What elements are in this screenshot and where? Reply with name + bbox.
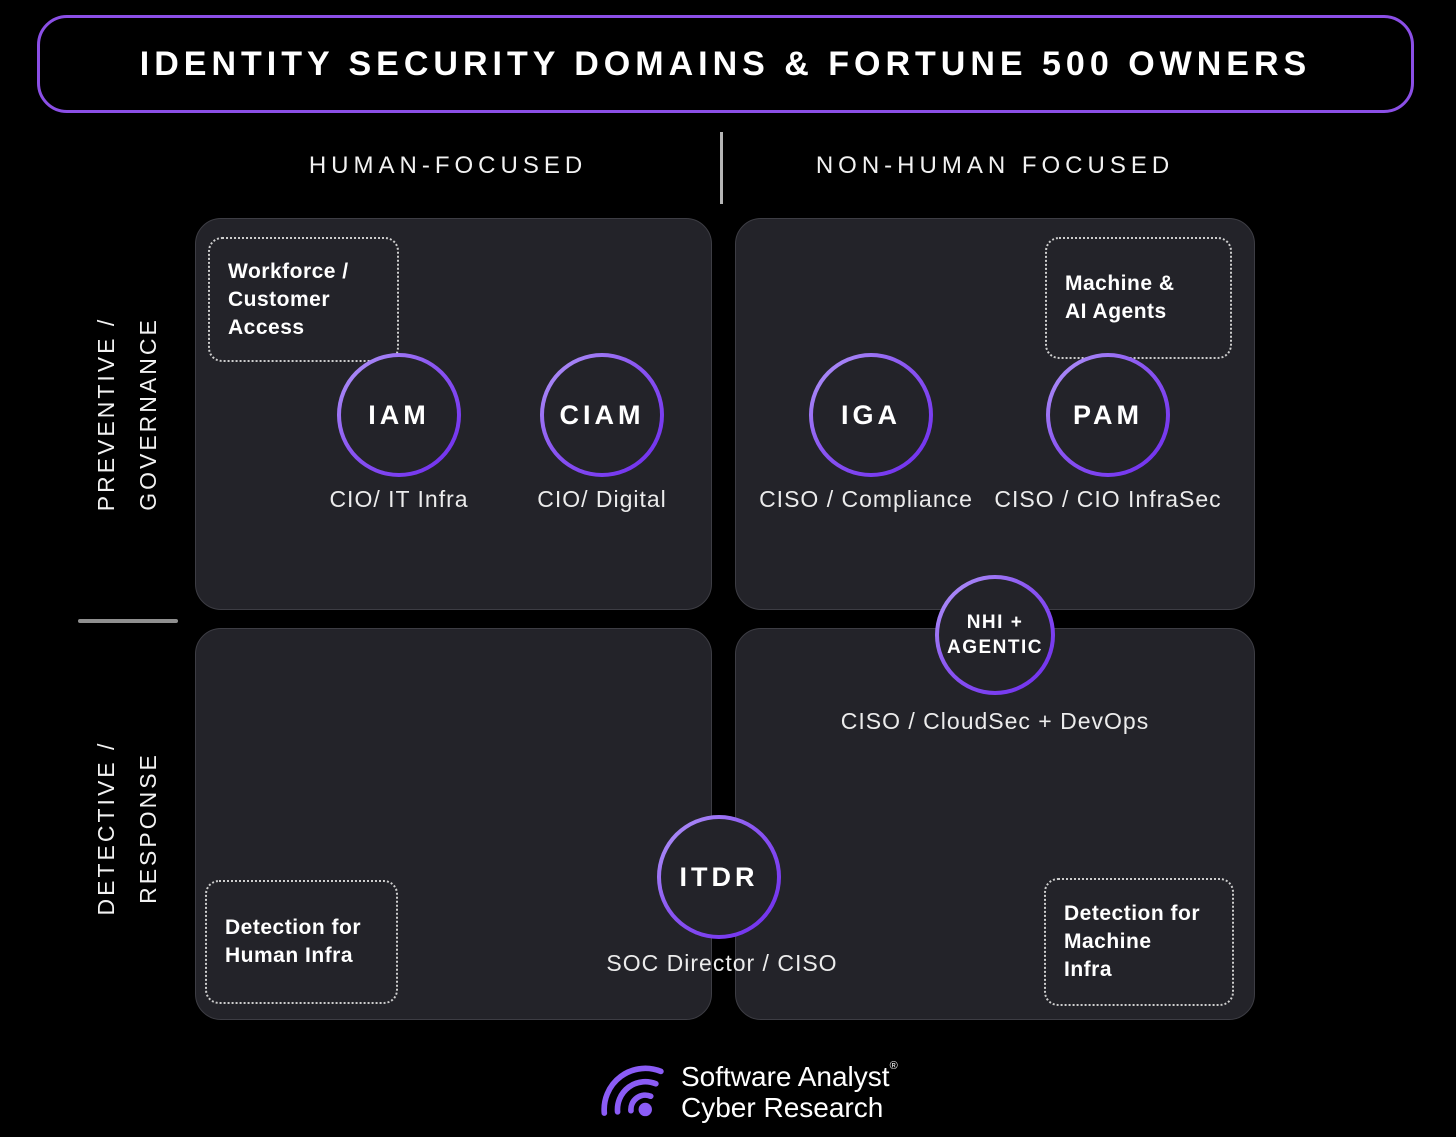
column-divider — [720, 132, 723, 204]
note-box-machine-ai: Machine & AI Agents — [1045, 237, 1232, 359]
owner-caption-itdr: SOC Director / CISO — [606, 950, 838, 976]
domain-circle-pam-fill: PAM — [1050, 357, 1166, 473]
quadrant-bottom-left — [195, 628, 712, 1020]
note-box-detection-machine: Detection for Machine Infra — [1044, 878, 1234, 1006]
domain-circle-nhi-agentic-fill: NHI + AGENTIC — [939, 579, 1051, 691]
domain-nhi-agentic-label: NHI + AGENTIC — [947, 612, 1043, 658]
domain-circle-iga: IGA — [809, 353, 933, 477]
domain-ciam-label: CIAM — [559, 399, 645, 430]
domain-circle-ciam-fill: CIAM — [544, 357, 660, 473]
owner-caption-ciam: CIO/ Digital — [537, 486, 667, 512]
domain-circle-iam-fill: IAM — [341, 357, 457, 473]
domain-circle-nhi-agentic: NHI + AGENTIC — [935, 575, 1055, 695]
domain-pam-label: PAM — [1073, 399, 1143, 430]
note-detection-machine-label: Detection for Machine Infra — [1064, 902, 1201, 981]
brand-footer: Software Analyst® Cyber Research — [597, 1056, 898, 1128]
brand-line-1: Software Analyst® — [681, 1060, 898, 1093]
domain-iam-label: IAM — [368, 399, 430, 430]
domain-circle-itdr-fill: ITDR — [661, 819, 777, 935]
owner-caption-iga: CISO / Compliance — [759, 486, 973, 512]
note-workforce-customer-label: Workforce / Customer Access — [228, 259, 349, 339]
wifi-signal-icon — [601, 1065, 664, 1117]
note-machine-ai-label: Machine & AI Agents — [1065, 272, 1175, 323]
domain-circle-ciam: CIAM — [540, 353, 664, 477]
note-box-workforce-customer: Workforce / Customer Access — [208, 237, 399, 362]
note-detection-human-label: Detection for Human Infra — [225, 916, 362, 967]
owner-caption-nhi-agentic: CISO / CloudSec + DevOps — [840, 708, 1150, 734]
owner-caption-pam: CISO / CIO InfraSec — [994, 486, 1222, 512]
domain-circle-pam: PAM — [1046, 353, 1170, 477]
title-banner: IDENTITY SECURITY DOMAINS & FORTUNE 500 … — [37, 15, 1414, 113]
page-title: IDENTITY SECURITY DOMAINS & FORTUNE 500 … — [139, 44, 1312, 83]
column-header-non-human: NON-HUMAN FOCUSED — [815, 152, 1175, 179]
domain-circle-iam: IAM — [337, 353, 461, 477]
domain-circle-iga-fill: IGA — [813, 357, 929, 473]
brand-name: Software Analyst® Cyber Research — [681, 1060, 898, 1124]
note-box-detection-human: Detection for Human Infra — [205, 880, 398, 1004]
row-label-detective-response: DETECTIVE / RESPONSE — [93, 740, 161, 916]
domain-itdr-label: ITDR — [679, 861, 759, 892]
domain-iga-label: IGA — [840, 399, 901, 430]
brand-line-2: Cyber Research — [681, 1092, 884, 1123]
column-header-human: HUMAN-FOCUSED — [308, 152, 588, 179]
row-divider — [78, 619, 178, 623]
row-label-preventive-governance: PREVENTIVE / GOVERNANCE — [93, 316, 161, 512]
owner-caption-iam: CIO/ IT Infra — [329, 486, 469, 512]
brand-line-1-text: Software Analyst — [681, 1061, 890, 1092]
registered-mark: ® — [889, 1060, 898, 1072]
domain-circle-itdr: ITDR — [657, 815, 781, 939]
